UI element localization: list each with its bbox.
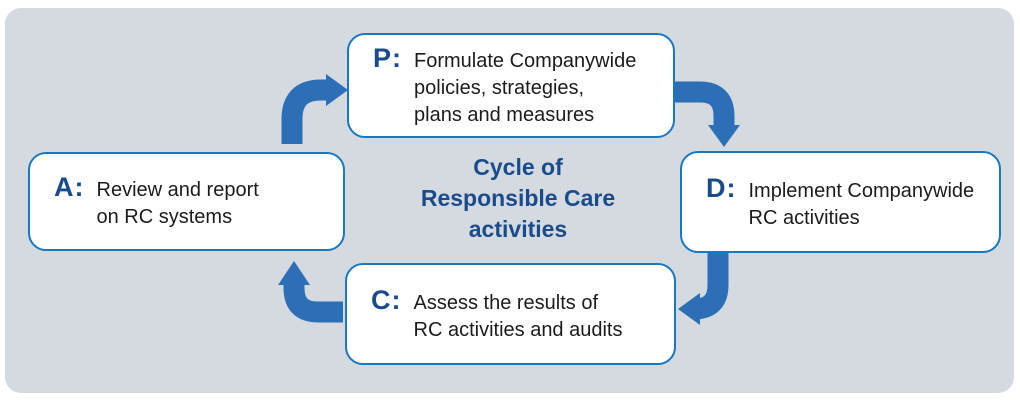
plan-letter: P: <box>373 42 402 73</box>
plan-text-line-1: Formulate Companywide <box>414 49 637 72</box>
check-box: C: Assess the results of RC activities a… <box>345 263 676 365</box>
do-text-line-2: RC activities <box>748 206 860 229</box>
act-box: A: Review and report on RC systems <box>28 152 345 251</box>
act-text-line-1: Review and report <box>96 179 259 201</box>
check-text-line-1: Assess the results of <box>413 291 599 314</box>
cycle-title-line-3: activities <box>468 216 568 242</box>
do-text: Implement Companywide RC activities <box>749 178 975 232</box>
plan-text-line-3: plans and measures <box>414 103 595 126</box>
plan-text-line-2: policies, strategies, <box>414 76 585 99</box>
plan-box: P: Formulate Companywide policies, strat… <box>347 33 675 138</box>
check-text-line-2: RC activities and audits <box>413 318 623 341</box>
check-letter: C: <box>371 284 402 315</box>
cycle-title-line-1: Cycle of <box>473 154 563 180</box>
cycle-title-line-2: Responsible Care <box>420 185 616 211</box>
check-text: Assess the results of RC activities and … <box>414 290 623 344</box>
cycle-title: Cycle of Responsible Care activities <box>380 152 656 245</box>
act-text-line-2: on RC systems <box>96 206 233 228</box>
do-letter: D: <box>706 172 737 203</box>
plan-text: Formulate Companywide policies, strategi… <box>414 48 636 129</box>
act-letter: A: <box>54 172 85 202</box>
act-text: Review and report on RC systems <box>97 177 259 231</box>
do-box: D: Implement Companywide RC activities <box>680 151 1001 253</box>
do-text-line-1: Implement Companywide <box>748 179 975 202</box>
